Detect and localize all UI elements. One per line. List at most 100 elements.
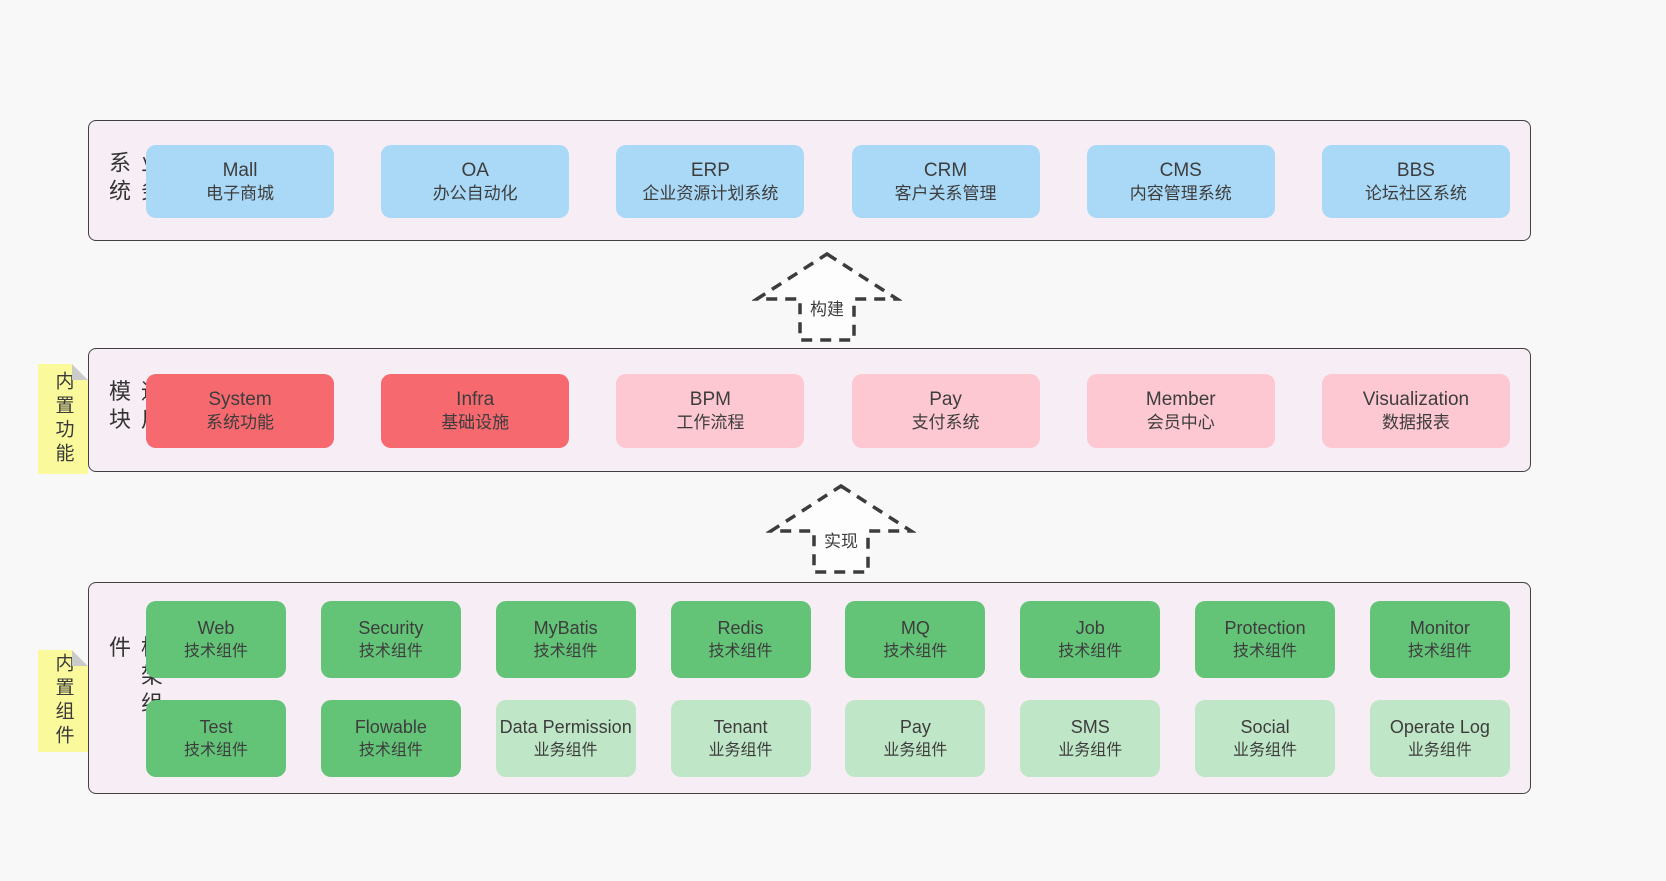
box-bbs-name: BBS [1396,159,1435,181]
box-protection-name: Protection [1224,618,1306,639]
box-pay-biz-desc: 业务组件 [883,741,948,759]
band-common-modules: 通用模块 System 系统功能 Infra 基础设施 BPM 工作流程 Pay… [88,348,1531,472]
box-bbs: BBS 论坛社区系统 [1321,145,1510,218]
box-data-permission-desc: 业务组件 [533,741,598,759]
box-mq: MQ 技术组件 [845,601,986,678]
note-built-in-features-label: 内置功能 [52,371,74,467]
box-infra: Infra 基础设施 [381,374,570,448]
box-redis-desc: 技术组件 [708,642,773,660]
box-mybatis-desc: 技术组件 [533,642,598,660]
box-tenant-desc: 业务组件 [708,741,773,759]
box-crm: CRM 客户关系管理 [851,145,1040,218]
box-erp-desc: 企业资源计划系统 [642,183,779,203]
box-mq-desc: 技术组件 [883,642,948,660]
box-cms: CMS 内容管理系统 [1086,145,1275,218]
box-crm-name: CRM [923,159,968,181]
box-security-name: Security [358,618,424,639]
box-bpm-desc: 工作流程 [676,413,745,433]
box-pay-name: Pay [929,389,962,411]
note-built-in-components-label: 内置组件 [52,653,74,749]
box-system-desc: 系统功能 [206,413,274,433]
box-infra-name: Infra [456,389,495,411]
box-social-desc: 业务组件 [1233,741,1298,759]
box-mall: Mall 电子商城 [146,145,334,218]
box-bpm: BPM 工作流程 [616,374,805,448]
arrow-implement-label: 实现 [821,527,861,552]
box-tenant: Tenant 业务组件 [670,700,811,777]
box-system-name: System [208,389,272,411]
box-monitor-desc: 技术组件 [1407,642,1472,660]
box-system: System 系统功能 [146,374,334,448]
note-built-in-components: 内置组件 [38,650,88,752]
business-boxes-row: Mall 电子商城 OA 办公自动化 ERP 企业资源计划系统 CRM 客户关系… [146,145,1510,218]
box-social: Social 业务组件 [1195,700,1336,777]
folded-corner-icon [72,650,88,666]
box-bpm-name: BPM [689,389,731,411]
box-test-name: Test [199,717,233,738]
box-mall-desc: 电子商城 [206,183,274,203]
arrow-build-label: 构建 [807,295,847,320]
box-pay-biz: Pay 业务组件 [845,700,986,777]
box-protection: Protection 技术组件 [1195,601,1336,678]
box-tenant-name: Tenant [713,717,768,738]
box-crm-desc: 客户关系管理 [894,183,997,203]
box-test: Test 技术组件 [146,700,286,777]
box-infra-desc: 基础设施 [441,413,510,433]
box-oa-name: OA [461,159,489,181]
box-flowable-name: Flowable [354,717,427,738]
box-pay: Pay 支付系统 [851,374,1040,448]
box-mall-name: Mall [222,159,258,181]
box-web: Web 技术组件 [146,601,286,678]
box-visualization-name: Visualization [1362,389,1470,411]
box-erp: ERP 企业资源计划系统 [616,145,805,218]
box-monitor: Monitor 技术组件 [1369,601,1510,678]
box-operate-log: Operate Log 业务组件 [1369,700,1510,777]
box-member-desc: 会员中心 [1146,413,1215,433]
box-web-desc: 技术组件 [183,642,248,660]
box-oa: OA 办公自动化 [381,145,570,218]
box-security-desc: 技术组件 [358,642,423,660]
box-member: Member 会员中心 [1086,374,1275,448]
components-row-2: Test 技术组件 Flowable 技术组件 Data Permission … [146,700,1510,777]
box-mq-name: MQ [900,618,930,639]
box-member-name: Member [1145,389,1216,411]
box-pay-desc: 支付系统 [911,413,980,433]
arrow-implement: 实现 [765,483,917,575]
box-social-name: Social [1240,717,1290,738]
box-job-desc: 技术组件 [1058,642,1123,660]
box-job: Job 技术组件 [1020,601,1161,678]
box-test-desc: 技术组件 [183,741,248,759]
box-cms-desc: 内容管理系统 [1129,183,1232,203]
box-data-permission-name: Data Permission [499,717,632,738]
box-operate-log-desc: 业务组件 [1407,741,1472,759]
box-bbs-desc: 论坛社区系统 [1364,183,1467,203]
note-built-in-features: 内置功能 [38,364,88,474]
modules-boxes-row: System 系统功能 Infra 基础设施 BPM 工作流程 Pay 支付系统… [146,374,1510,448]
box-mybatis-name: MyBatis [533,618,598,639]
band-framework-components: 框架组件 Web 技术组件 Security 技术组件 MyBatis 技术组件… [88,582,1531,794]
box-visualization: Visualization 数据报表 [1321,374,1510,448]
box-pay-biz-name: Pay [899,717,931,738]
box-flowable: Flowable 技术组件 [320,700,461,777]
components-row-1: Web 技术组件 Security 技术组件 MyBatis 技术组件 Redi… [146,601,1510,678]
box-web-name: Web [197,618,235,639]
box-redis-name: Redis [717,618,764,639]
box-cms-name: CMS [1159,159,1202,181]
box-redis: Redis 技术组件 [670,601,811,678]
band-business-systems: 业务系统 Mall 电子商城 OA 办公自动化 ERP 企业资源计划系统 CRM… [88,120,1531,241]
box-oa-desc: 办公自动化 [432,183,518,203]
box-visualization-desc: 数据报表 [1381,413,1450,433]
box-sms: SMS 业务组件 [1020,700,1161,777]
folded-corner-icon [72,364,88,380]
box-mybatis: MyBatis 技术组件 [495,601,636,678]
box-sms-desc: 业务组件 [1058,741,1123,759]
box-protection-desc: 技术组件 [1233,642,1298,660]
box-security: Security 技术组件 [320,601,461,678]
box-monitor-name: Monitor [1409,618,1470,639]
box-data-permission: Data Permission 业务组件 [495,700,636,777]
box-job-name: Job [1075,618,1105,639]
arrow-build: 构建 [751,251,903,343]
box-erp-name: ERP [690,159,730,181]
box-operate-log-name: Operate Log [1389,717,1490,738]
